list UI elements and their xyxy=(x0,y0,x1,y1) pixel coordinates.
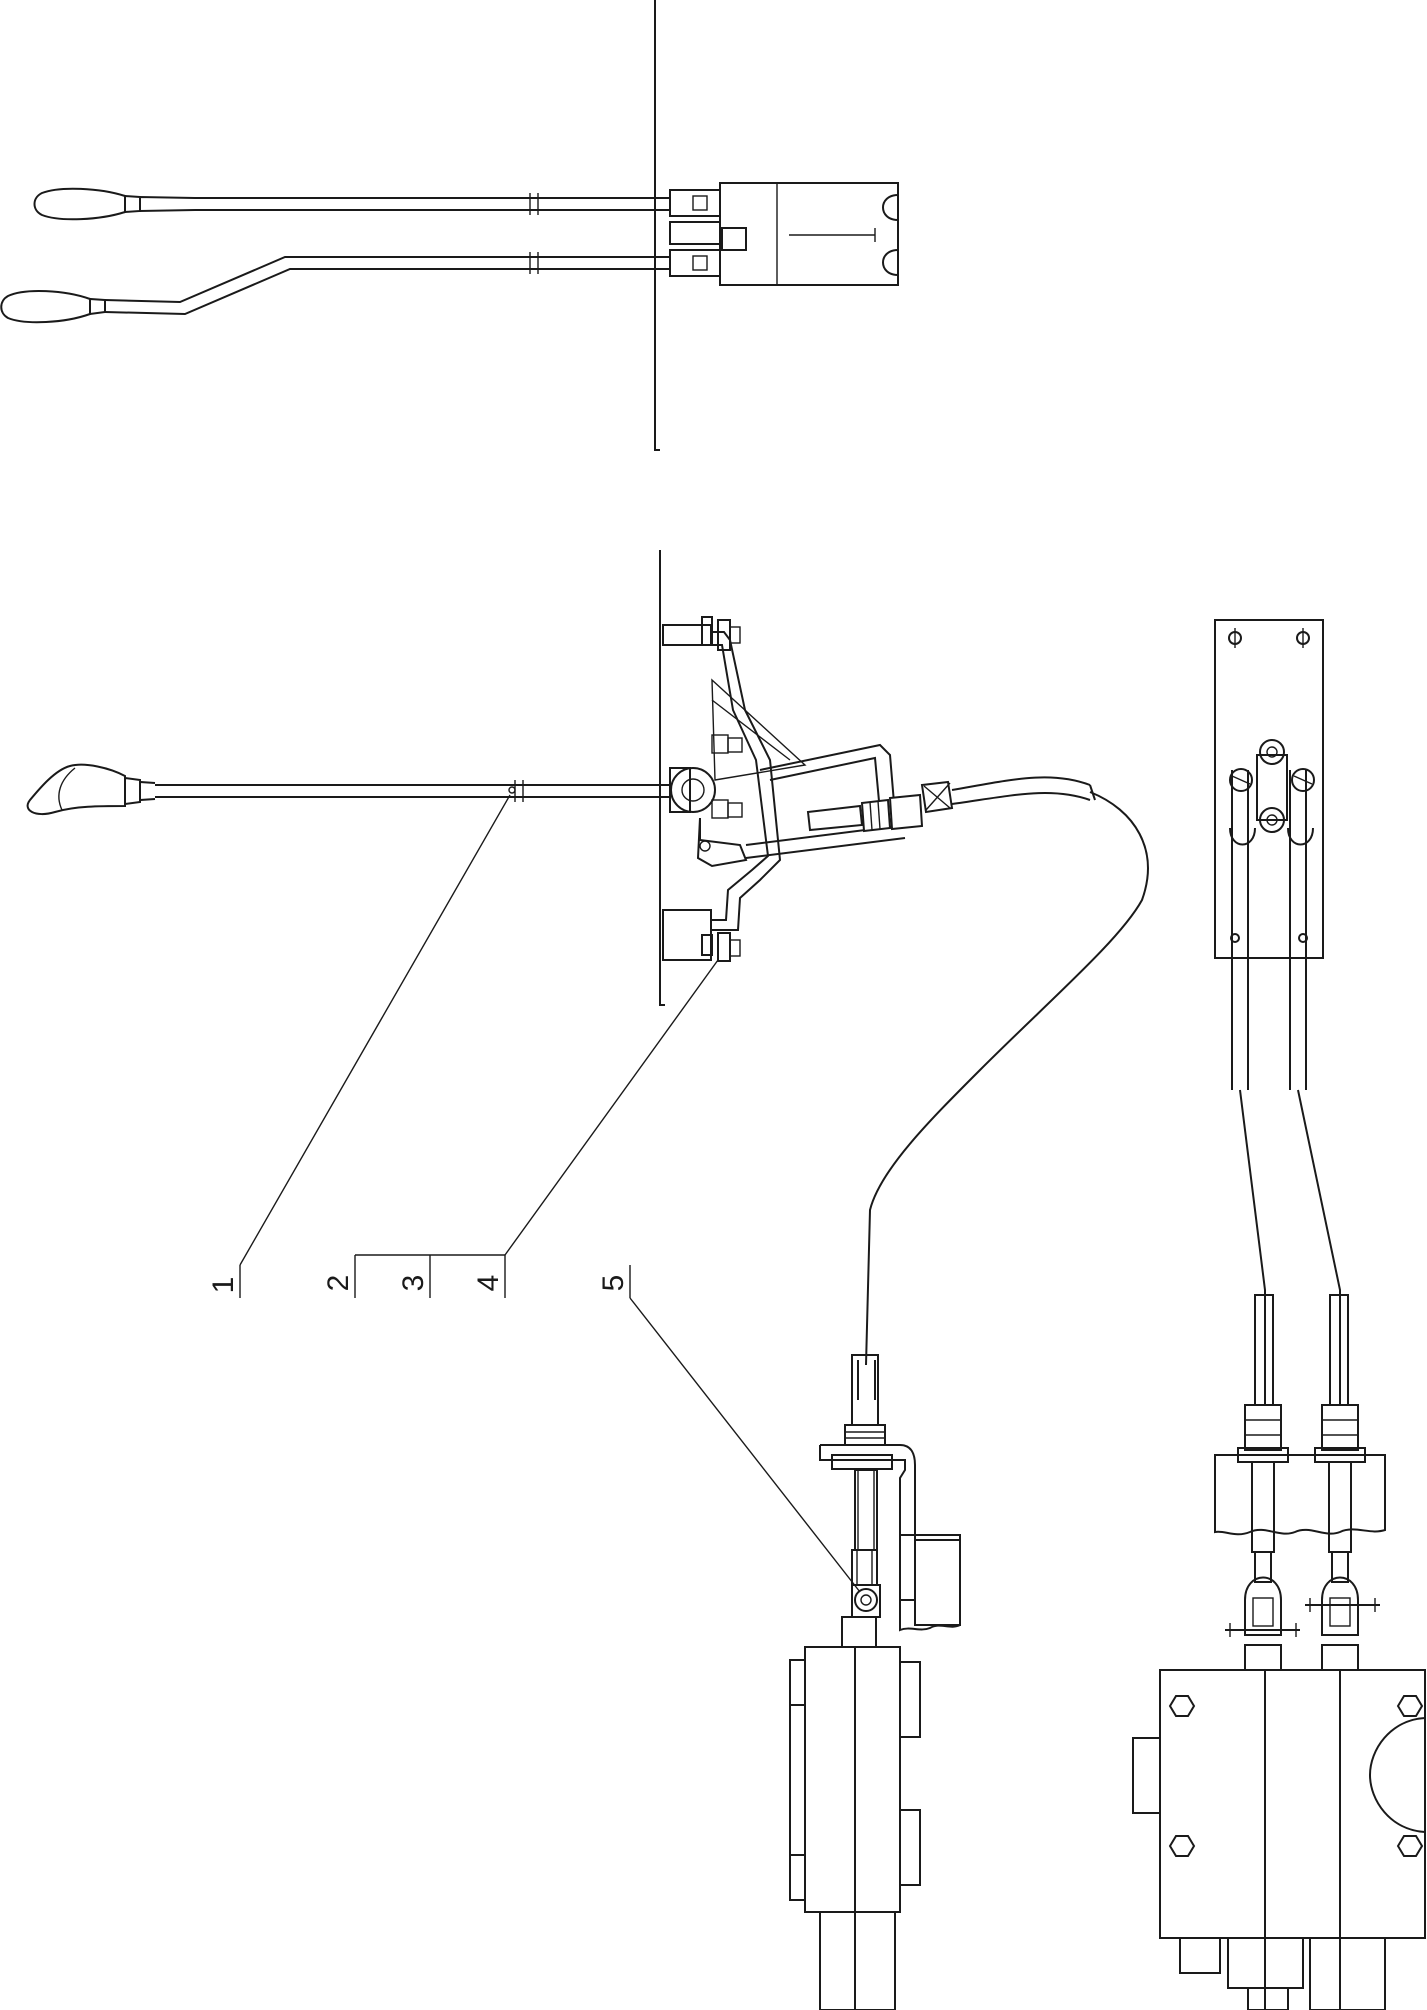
leader-line-5 xyxy=(629,1297,861,1593)
callout-4: 4 xyxy=(472,1275,505,1292)
lever-side-view xyxy=(26,550,1096,1006)
valve-front-view xyxy=(1132,1404,1426,2010)
callout-1: 1 xyxy=(207,1277,240,1294)
callout-5: 5 xyxy=(597,1275,630,1292)
lever-top-view xyxy=(0,0,899,451)
leader-line-1 xyxy=(239,794,511,1266)
callout-3: 3 xyxy=(397,1275,430,1292)
control-cable xyxy=(857,791,1149,1400)
valve-side-view xyxy=(789,1354,961,2010)
leader-line-4 xyxy=(504,959,719,1256)
cable-mount-plate xyxy=(1214,619,1349,1406)
callout-2: 2 xyxy=(322,1275,355,1292)
callouts: 1 2 3 4 5 xyxy=(207,794,861,1593)
